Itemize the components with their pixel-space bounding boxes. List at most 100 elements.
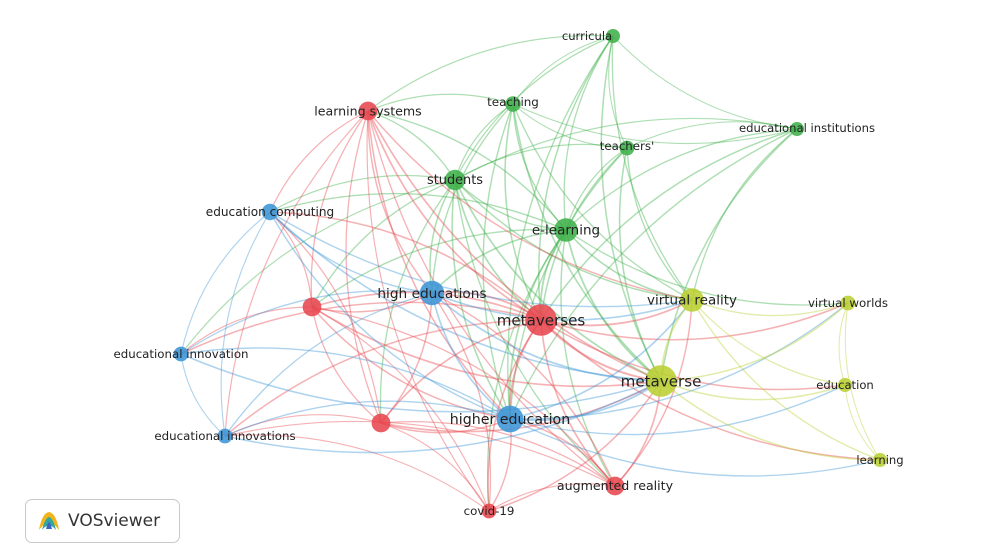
node-teachers[interactable] (619, 140, 635, 156)
link-teaching-higher-education (482, 103, 514, 420)
label-virtual-worlds: virtual worlds (808, 296, 888, 310)
link-education-computing-educational-innovation (180, 211, 271, 355)
link-e-learning-high-educations (431, 229, 567, 294)
link-red-node-a-high-educations (311, 292, 433, 313)
node-metaverse[interactable] (645, 365, 677, 397)
link-teachers-virtual-reality (626, 147, 693, 301)
link-education-computing-educational-innovations (220, 211, 271, 437)
link-students-learning-systems (367, 110, 456, 181)
link-red-node-a-higher-education (311, 306, 511, 420)
node-learning-systems[interactable] (358, 101, 378, 121)
node-education[interactable] (838, 378, 852, 392)
link-metaverses-learning (540, 319, 881, 461)
vosviewer-logo-icon (39, 512, 59, 530)
link-metaverses-education-computing (269, 211, 542, 321)
link-educational-institutions-students (454, 117, 798, 181)
link-teaching-metaverse (512, 103, 662, 382)
label-educational-innovations: educational innovations (154, 429, 295, 443)
link-students-e-learning (454, 179, 567, 231)
link-higher-education-education (509, 384, 846, 436)
link-teaching-teachers (512, 103, 628, 149)
link-e-learning-augmented-reality (560, 229, 616, 487)
link-learning-systems-education-computing (269, 110, 369, 213)
vosviewer-badge: VOSviewer (25, 499, 180, 543)
link-educational-institutions-higher-education (509, 128, 798, 420)
link-education-computing-high-educations (269, 211, 433, 294)
link-virtual-reality-education (691, 299, 846, 386)
link-teaching-metaverses (504, 103, 542, 321)
link-metaverses-augmented-reality (540, 319, 616, 487)
node-virtual-reality[interactable] (680, 288, 704, 312)
node-teaching[interactable] (505, 96, 521, 112)
node-learning[interactable] (873, 453, 887, 467)
link-higher-education-learning (509, 418, 881, 477)
link-e-learning-education-computing (269, 192, 567, 231)
node-red-node-b[interactable] (371, 413, 391, 433)
link-teaching-e-learning (512, 103, 567, 231)
link-students-higher-education (451, 179, 511, 420)
link-covid-19-red-node-b (380, 422, 490, 512)
link-high-educations-metaverse (431, 292, 662, 382)
label-covid-19: covid-19 (464, 504, 515, 518)
link-curricula-learning-systems (367, 34, 614, 112)
node-virtual-worlds[interactable] (840, 295, 856, 311)
node-augmented-reality[interactable] (605, 476, 625, 496)
link-educational-innovation-metaverse (180, 353, 662, 413)
label-augmented-reality: augmented reality (557, 478, 674, 493)
node-high-educations[interactable] (419, 280, 445, 306)
link-higher-education-virtual-reality (509, 299, 693, 420)
link-curricula-teachers (608, 35, 628, 149)
link-red-node-a-red-node-b (311, 306, 382, 424)
link-covid-19-educational-innovations (224, 434, 490, 512)
node-students[interactable] (444, 169, 466, 191)
link-education-learning (844, 384, 881, 461)
node-curricula[interactable] (606, 29, 620, 43)
link-virtual-reality-virtual-worlds (691, 299, 849, 317)
link-high-educations-educational-innovation (180, 289, 433, 355)
link-learning-systems-red-node-a (310, 110, 369, 308)
node-covid-19[interactable] (481, 503, 497, 519)
node-red-node-a[interactable] (302, 297, 322, 317)
link-red-node-a-metaverse (311, 306, 662, 388)
link-augmented-reality-covid-19 (488, 483, 616, 512)
link-learning-systems-higher-education (367, 110, 511, 420)
link-educational-institutions-metaverses (540, 128, 798, 321)
link-curricula-educational-institutions (612, 35, 798, 130)
label-education-computing: education computing (206, 205, 334, 219)
link-e-learning-higher-education (508, 229, 567, 420)
link-higher-education-educational-innovations (224, 400, 511, 437)
link-educational-innovations-metaverse (224, 380, 662, 454)
node-educational-innovation[interactable] (173, 346, 189, 362)
node-e-learning[interactable] (554, 218, 578, 242)
label-teaching: teaching (487, 95, 539, 109)
node-higher-education[interactable] (496, 405, 524, 433)
link-metaverse-education (660, 380, 846, 401)
link-curricula-metaverse (600, 35, 662, 382)
link-augmented-reality-higher-education (509, 418, 616, 487)
link-learning-systems-virtual-reality (367, 110, 693, 301)
link-students-educational-innovation (180, 179, 456, 355)
label-metaverse: metaverse (621, 372, 702, 390)
link-educational-institutions-teachers (626, 121, 798, 149)
label-metaverses: metaverses (497, 311, 586, 329)
node-educational-institutions[interactable] (790, 122, 804, 136)
label-high-educations: high educations (377, 286, 486, 302)
link-e-learning-metaverse (565, 229, 662, 382)
link-metaverses-red-node-b (380, 319, 542, 424)
link-learning-systems-metaverse (367, 110, 662, 382)
link-covid-19-red-node-a (311, 306, 490, 512)
link-educational-institutions-metaverse (660, 128, 798, 382)
node-metaverses[interactable] (525, 304, 557, 336)
label-education: education (816, 378, 874, 392)
link-learning-systems-educational-innovations (224, 110, 369, 437)
link-augmented-reality-red-node-a (311, 306, 616, 487)
link-teaching-high-educations (431, 103, 514, 294)
node-educational-innovations[interactable] (217, 428, 233, 444)
link-covid-19-metaverse (488, 380, 662, 512)
link-e-learning-virtual-reality (565, 229, 693, 301)
link-layer (180, 34, 881, 512)
node-education-computing[interactable] (261, 203, 279, 221)
link-e-learning-covid-19 (486, 229, 567, 512)
